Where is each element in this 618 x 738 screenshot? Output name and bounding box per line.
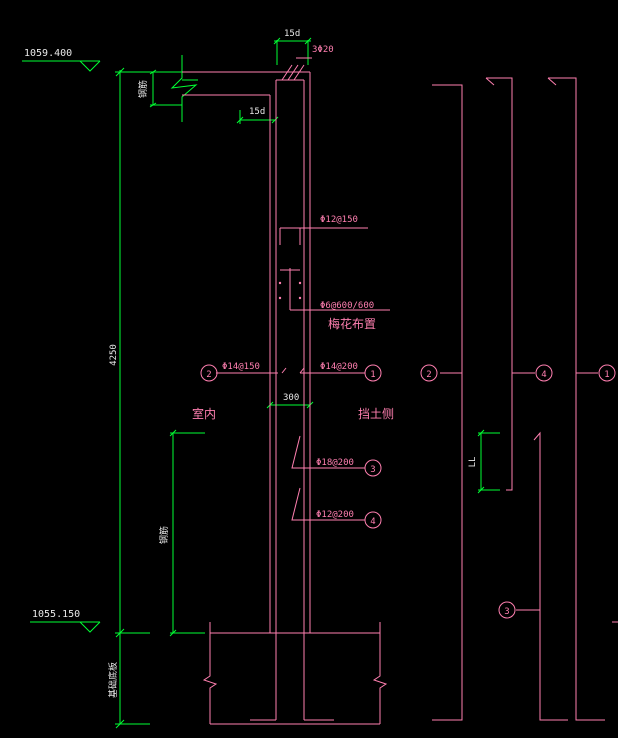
bar-1-callout: Φ14@200 <box>320 362 358 372</box>
tie-note: 梅花布置 <box>328 316 376 331</box>
marker-4-left: 4 <box>370 517 375 527</box>
wall-outline <box>182 57 618 725</box>
soil-side-label: 挡土侧 <box>358 407 394 421</box>
foundation-dim-label: 基础底板 <box>107 662 119 698</box>
top-bars-callout: 3Φ20 <box>312 45 334 55</box>
bar-4-callout: Φ12@200 <box>316 510 354 520</box>
marker-2-right: 2 <box>426 370 431 380</box>
wall-thickness-dim: 300 <box>283 393 299 403</box>
lower-dim-label: 钢筋 <box>158 526 170 544</box>
marker-2-left: 2 <box>206 370 211 380</box>
tie-callout: Φ6@600/600 <box>320 301 374 311</box>
bar-2-callout: Φ14@150 <box>222 362 260 372</box>
marker-3-left: 3 <box>370 465 375 475</box>
level-bottom: 1055.150 <box>32 609 80 620</box>
marker-1-right: 1 <box>604 370 609 380</box>
labels: 1059.400 1055.150 4250 钢筋 钢筋 基础底板 LL 15d… <box>24 29 478 698</box>
bar-markers: 2 1 3 4 2 4 1 3 <box>200 364 616 619</box>
anchor-mid-dim: 15d <box>249 107 265 117</box>
indoor-label: 室内 <box>192 406 216 421</box>
marker-1-left: 1 <box>370 370 375 380</box>
height-dim: 4250 <box>109 344 119 366</box>
anchor-top-dim: 15d <box>284 29 300 39</box>
bar-3-callout: Φ18@200 <box>316 458 354 468</box>
level-top: 1059.400 <box>24 48 72 59</box>
marker-4-right: 4 <box>541 370 546 380</box>
horizontal-bar-callout: Φ12@150 <box>320 215 358 225</box>
marker-3-right: 3 <box>504 607 509 617</box>
slab-dim-label: 钢筋 <box>137 80 149 98</box>
lap-length-dim: LL <box>468 457 478 468</box>
dimension-lines <box>22 37 500 729</box>
